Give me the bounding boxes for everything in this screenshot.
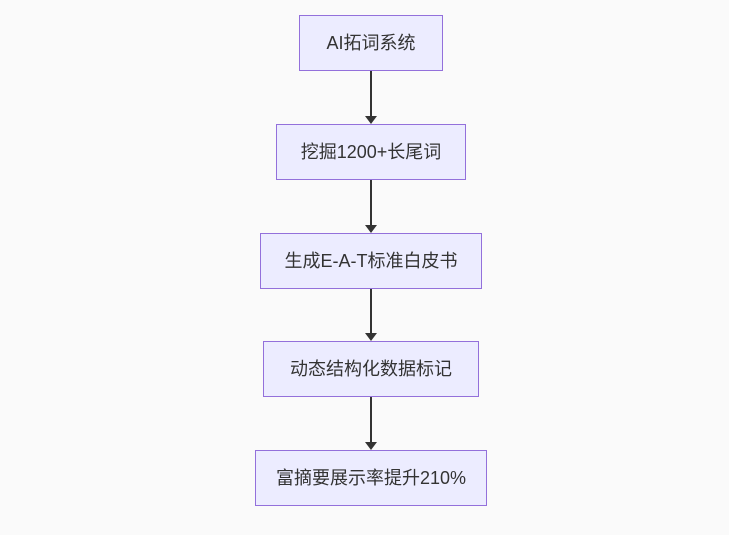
node-label: 生成E-A-T标准白皮书 [284, 251, 458, 271]
edge-line [370, 289, 372, 334]
flow-node-rich-snippet-result: 富摘要展示率提升210% [255, 450, 487, 506]
flow-node-structured-data: 动态结构化数据标记 [263, 341, 479, 397]
arrow-down-icon [365, 116, 377, 124]
flow-edge-2 [364, 180, 378, 233]
flow-edge-3 [364, 289, 378, 341]
edge-line [370, 180, 372, 226]
node-label: AI拓词系统 [326, 33, 416, 53]
flow-edge-1 [364, 71, 378, 124]
arrow-down-icon [365, 442, 377, 450]
flow-edge-4 [364, 397, 378, 450]
edge-line [370, 71, 372, 117]
flow-node-longtail-keywords: 挖掘1200+长尾词 [276, 124, 466, 180]
edge-line [370, 397, 372, 443]
node-label: 动态结构化数据标记 [290, 359, 452, 379]
flow-node-ai-word-system: AI拓词系统 [299, 15, 443, 71]
node-label: 富摘要展示率提升210% [275, 468, 467, 488]
flow-node-eat-whitepaper: 生成E-A-T标准白皮书 [260, 233, 482, 289]
arrow-down-icon [365, 225, 377, 233]
node-label: 挖掘1200+长尾词 [300, 142, 442, 162]
arrow-down-icon [365, 333, 377, 341]
